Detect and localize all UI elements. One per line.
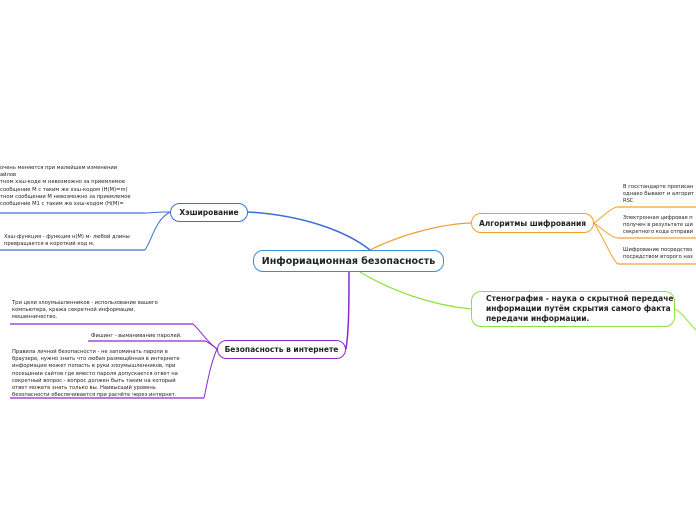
- connector-root-hashing: [247, 211, 371, 251]
- algorithms-leaf-encryption[interactable]: Шифрование посредство посредством второг…: [623, 247, 693, 261]
- connector-hashing-leaf-1: [144, 211, 171, 214]
- topic-internet-node[interactable]: Безопасность в интернете: [217, 340, 346, 359]
- hashing-leaf-definition[interactable]: Хэш-функция - функция н(М) м- любой длин…: [4, 234, 130, 248]
- connector-algorithms-leaf-3: [593, 222, 619, 265]
- connector-root-steganography: [359, 271, 472, 310]
- hashing-leaf-properties[interactable]: очень меняется при малейшем изменении ай…: [0, 165, 131, 208]
- internet-leaf-attacker-goals[interactable]: Три цели злоумышленников - использование…: [12, 300, 158, 321]
- internet-leaf-safety-rules[interactable]: Правила личной безопасности - не запомин…: [12, 349, 180, 399]
- algorithms-leaf-gost[interactable]: В госстандарте прописан однако бывают и …: [623, 184, 694, 205]
- connector-steganography-leaf: [674, 308, 696, 331]
- root-topic-node[interactable]: Инфориационная безопасность: [253, 250, 444, 272]
- connector-root-algorithms: [369, 222, 472, 251]
- connector-algorithms-leaf-1: [593, 206, 619, 224]
- connector-internet-leaf-3: [203, 348, 218, 399]
- internet-leaf-phishing[interactable]: Фишинг - выманивание паролей.: [91, 333, 182, 339]
- algorithms-leaf-digital-signature[interactable]: Электронная цифровая п получен в результ…: [623, 215, 694, 236]
- topic-algorithms-node[interactable]: Алгоритмы шифрования: [471, 213, 594, 233]
- topic-steganography-node[interactable]: Стенография - наука о скрытной передаче …: [471, 291, 675, 327]
- topic-hashing-node[interactable]: Хэширование: [170, 203, 248, 222]
- connector-root-internet: [345, 271, 350, 350]
- connector-hashing-leaf-2: [144, 211, 171, 251]
- connector-internet-leaf-2: [204, 340, 218, 350]
- connector-algorithms-leaf-2: [593, 222, 619, 239]
